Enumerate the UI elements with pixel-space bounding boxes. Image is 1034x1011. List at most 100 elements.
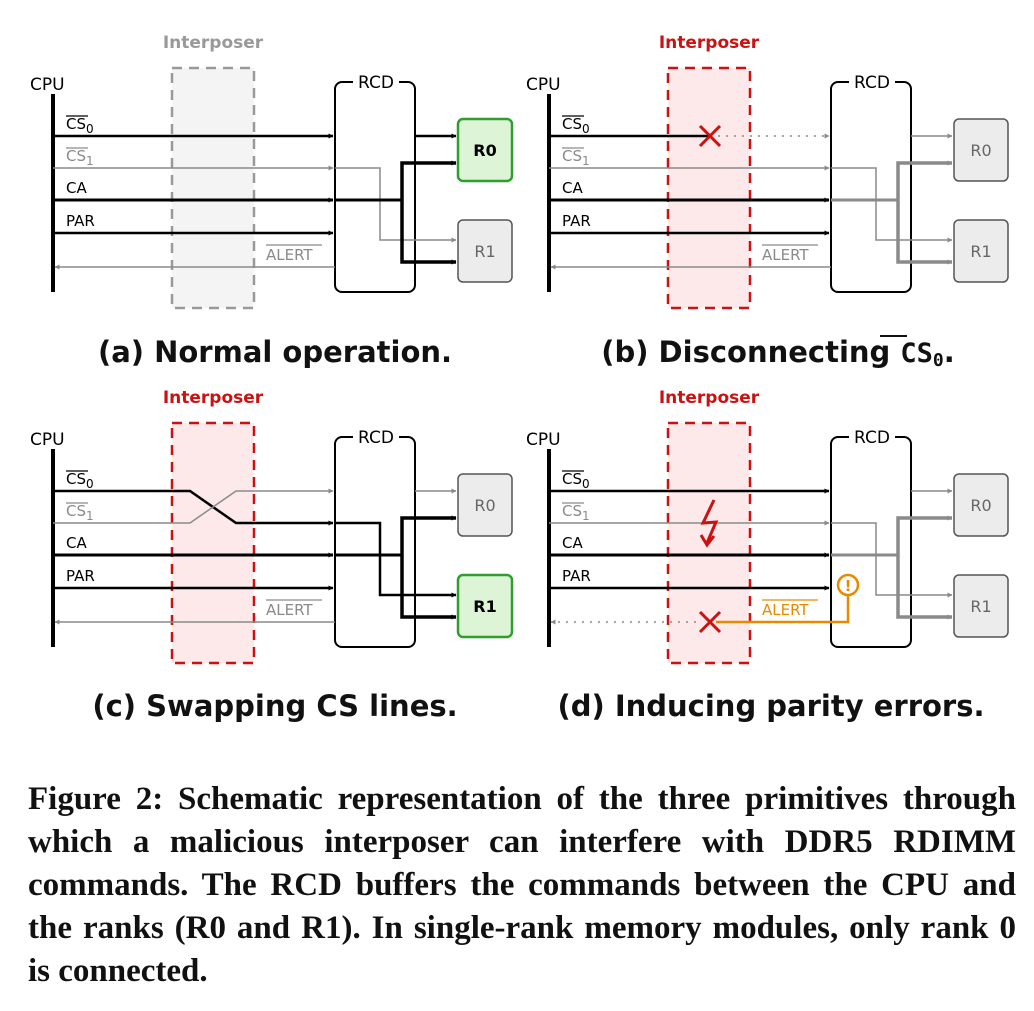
cs-line-rcd-to-r1 [335, 521, 457, 598]
cs0-label-sub: 0 [582, 477, 590, 491]
cs1-label-base: CS [562, 147, 582, 165]
cs0-label-sub: 0 [582, 122, 590, 136]
cpu-label: CPU [30, 430, 65, 450]
rcd-label-bg [353, 427, 399, 447]
rank-r1-label: R1 [970, 242, 991, 261]
caption-panel-d: (d) Inducing parity errors. [557, 689, 984, 723]
par-label: PAR [66, 212, 95, 230]
rank-r1-box [457, 219, 513, 283]
caption-panel-a: (a) Normal operation. [98, 335, 452, 369]
rank-r0-label: R0 [970, 141, 991, 160]
rcd-label: RCD [358, 73, 394, 93]
cs0-label-sub: 0 [86, 122, 94, 136]
cpu-label: CPU [30, 75, 65, 95]
cs1-line-rcd-to-r1 [335, 167, 457, 243]
figure-caption: Figure 2: Schematic representation of th… [28, 778, 1016, 993]
alert-label: ALERT [266, 246, 313, 264]
ca-line-to-r1 [896, 200, 953, 265]
rcd-label-bg [353, 72, 399, 92]
lightning-bolt-icon [699, 499, 719, 548]
rank-r0-label: R0 [970, 496, 991, 515]
cpu-label: CPU [526, 430, 561, 450]
cs1-line-rcd-to-r1 [831, 522, 953, 598]
alert-blocked-x-icon [698, 610, 722, 634]
rcd-label: RCD [854, 428, 890, 448]
rcd-label-bg [849, 72, 895, 92]
cs1-label-sub: 1 [86, 509, 94, 523]
par-label: PAR [562, 212, 591, 230]
caption-panel-b: (b) Disconnecting CS0. [601, 335, 955, 371]
cs0-label: CS0 [66, 115, 94, 136]
interposer-label: Interposer [659, 388, 760, 408]
cs1-label: CS1 [562, 147, 590, 168]
par-label: PAR [562, 567, 591, 585]
rank-r0-label: R0 [473, 141, 496, 160]
interposer-label: Interposer [163, 33, 264, 53]
warning-icon [836, 573, 860, 597]
ca-line-to-r1 [400, 555, 457, 620]
caption-panel-b-code: CS [900, 338, 933, 369]
interposer-region [170, 66, 256, 310]
rank-r1-box [456, 573, 514, 639]
alert-label: ALERT [762, 601, 809, 619]
cs1-label-sub: 1 [86, 154, 94, 168]
cs0-label-base: CS [66, 470, 86, 488]
caption-panel-b-prefix: (b) Disconnecting [601, 335, 900, 369]
cs1-line-swapped [53, 490, 254, 524]
figure-caption-text: Figure 2: Schematic representation of th… [28, 781, 1016, 989]
rank-r0-box [953, 118, 1009, 182]
cs1-label: CS1 [562, 502, 590, 523]
cs0-label-sub: 0 [86, 477, 94, 491]
ca-line-to-r1 [896, 555, 953, 620]
cs0-label: CS0 [562, 470, 590, 491]
ca-line-to-r0 [896, 515, 953, 555]
cpu-label: CPU [526, 75, 561, 95]
caption-panel-c: (c) Swapping CS lines. [92, 689, 457, 723]
caption-panel-b-sub: 0 [933, 350, 944, 371]
rcd-label: RCD [854, 73, 890, 93]
cs0-label-base: CS [66, 115, 86, 133]
cs0-label: CS0 [562, 115, 590, 136]
par-label: PAR [66, 567, 95, 585]
interposer-label: Interposer [163, 388, 264, 408]
warning-icon-glyph: ! [845, 577, 852, 595]
cs0-label-base: CS [562, 115, 582, 133]
rank-r1-label: R1 [474, 242, 495, 261]
alert-line-rcd-to-interposer [716, 596, 850, 624]
cs0-label-base: CS [562, 470, 582, 488]
rank-r1-label: R1 [970, 597, 991, 616]
alert-label: ALERT [762, 246, 809, 264]
caption-panel-b-suffix: . [944, 335, 955, 369]
alert-label: ALERT [266, 601, 313, 619]
rcd-label-bg [849, 427, 895, 447]
ca-label: CA [562, 179, 583, 197]
rank-r0-box [457, 473, 513, 537]
interposer-label: Interposer [659, 33, 760, 53]
cs0-label: CS0 [66, 470, 94, 491]
rcd-label: RCD [358, 428, 394, 448]
ca-label: CA [66, 534, 87, 552]
rank-r0-box [456, 117, 514, 183]
cut-x-icon [698, 124, 722, 148]
rank-r0-box [953, 473, 1009, 537]
ca-line-to-r0 [896, 160, 953, 200]
cs1-label: CS1 [66, 502, 94, 523]
ca-line-to-r1 [400, 200, 457, 265]
cs1-label-base: CS [66, 147, 86, 165]
cs1-label-base: CS [562, 502, 582, 520]
ca-line-to-r0 [400, 515, 457, 555]
cs1-label-base: CS [66, 502, 86, 520]
interposer-region [666, 66, 752, 310]
cs1-label: CS1 [66, 147, 94, 168]
interposer-region [170, 421, 256, 665]
ca-line-to-r0 [400, 160, 457, 200]
ca-label: CA [66, 179, 87, 197]
rank-r1-label: R1 [473, 597, 496, 616]
ca-label: CA [562, 534, 583, 552]
cs1-label-sub: 1 [582, 509, 590, 523]
